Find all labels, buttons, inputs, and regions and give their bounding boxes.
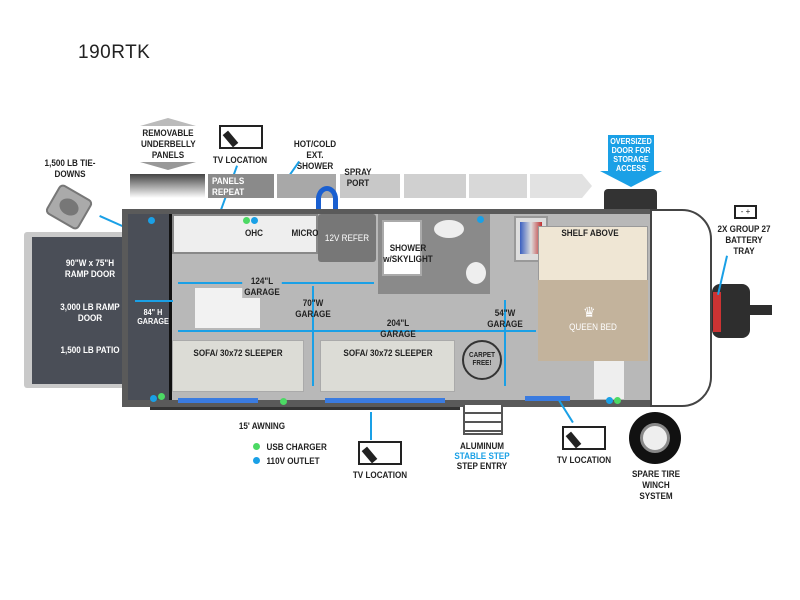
double-arrow-icon: [140, 118, 196, 170]
garage-height-label: 84" H GARAGE: [137, 308, 169, 326]
outlet-dot: [606, 397, 613, 404]
kitchen-counter: [172, 214, 318, 254]
queen-bed-label: QUEEN BED: [569, 322, 617, 332]
step-label-2: STABLE STEP: [454, 451, 510, 461]
dim-84-arrow: [135, 300, 173, 302]
ramp-size-label: 90"W x 75"H RAMP DOOR: [64, 258, 116, 279]
shelf-label: SHELF ABOVE: [561, 228, 619, 238]
garage-wall: [128, 214, 172, 400]
tv-icon: [219, 125, 263, 149]
ramp-weight-label: 3,000 LB RAMP DOOR: [60, 302, 120, 323]
usb-dot: [614, 397, 621, 404]
floorplan-title: 190RTK: [78, 42, 151, 63]
tv-location-right-label: TV LOCATION: [556, 455, 612, 465]
underbelly-panel: [404, 174, 466, 198]
micro-label: MICRO: [291, 228, 319, 238]
underbelly-panel-dark: [130, 174, 205, 198]
carpet-free-badge: [462, 340, 502, 380]
tv-icon: [358, 441, 402, 465]
sink-icon: [434, 220, 464, 238]
shower-label: SHOWER w/SKYLIGHT: [383, 243, 433, 264]
dim-204-arrow: [178, 330, 536, 332]
usb-dot: [158, 393, 165, 400]
usb-dot: [280, 398, 287, 405]
garage-54-label: 54"W GARAGE: [487, 308, 523, 329]
toilet-icon: [466, 262, 486, 284]
ohc-label: OHC: [245, 228, 263, 238]
tv-location-bottom-label: TV LOCATION: [352, 470, 408, 480]
garage-204-label: 204"L GARAGE: [380, 318, 416, 339]
underbelly-panel: [469, 174, 527, 198]
outlet-dot: [150, 395, 157, 402]
spray-hose-icon: [316, 186, 338, 212]
garage-70-label: 70"W GARAGE: [295, 298, 331, 319]
sofa-1-label: SOFA/ 30x72 SLEEPER: [193, 348, 283, 358]
tv-location-label: TV LOCATION: [212, 155, 268, 165]
outlet-dot: [148, 217, 155, 224]
front-cap: [650, 209, 712, 407]
dim-54-arrow: [504, 300, 506, 386]
panels-repeat-label: PANELS REPEAT: [212, 176, 245, 197]
crown-icon: ♛: [583, 304, 596, 320]
step-label-1: ALUMINUM: [459, 441, 505, 451]
spare-tire-icon: [629, 412, 681, 464]
garage-124-label: 124"L GARAGE: [242, 276, 282, 298]
entry-step-icon: [463, 405, 503, 435]
shower: [382, 220, 422, 276]
underbelly-panel-arrow: [530, 174, 592, 203]
underbelly-panel: [340, 174, 400, 198]
sofa-2-label: SOFA/ 30x72 SLEEPER: [343, 348, 433, 358]
tv-icon: [562, 426, 606, 450]
sofa-1: [172, 340, 304, 392]
battery-icon: - +: [734, 205, 757, 219]
ext-shower-label: HOT/COLD EXT. SHOWER: [293, 139, 337, 171]
spray-port-label: SPRAY PORT: [344, 167, 372, 188]
sofa-2: [320, 340, 455, 392]
awning-label: 15' AWNING: [238, 421, 286, 431]
usb-legend-label: USB CHARGER: [266, 442, 327, 452]
battery-label: 2X GROUP 27 BATTERY TRAY: [717, 224, 771, 256]
spare-tire-label: SPARE TIRE WINCH SYSTEM: [631, 469, 681, 501]
carpet-free-label: CARPET FREE!: [469, 352, 495, 367]
underbelly-label: REMOVABLE UNDERBELLY PANELS: [141, 128, 196, 160]
tie-down-icon: [44, 182, 94, 232]
tie-downs-label: 1,500 LB TIE-DOWNS: [44, 158, 96, 179]
outlet-dot: [477, 216, 484, 223]
outlet-legend-dot: [253, 457, 260, 464]
dim-70-arrow: [312, 286, 314, 386]
step-label-3: STEP ENTRY: [456, 461, 508, 471]
outlet-dot: [251, 217, 258, 224]
underbelly-panel: [208, 174, 274, 198]
oversized-door-label: OVERSIZED DOOR FOR STORAGE ACCESS: [610, 137, 652, 173]
usb-dot: [243, 217, 250, 224]
refrigerator: [318, 214, 376, 262]
patio-label: 1,500 LB PATIO: [60, 345, 120, 355]
usb-legend-dot: [253, 443, 260, 450]
down-arrow-icon: [600, 135, 662, 192]
outlet-legend-label: 110V OUTLET: [266, 456, 320, 466]
refer-label: 12V REFER: [324, 233, 370, 243]
